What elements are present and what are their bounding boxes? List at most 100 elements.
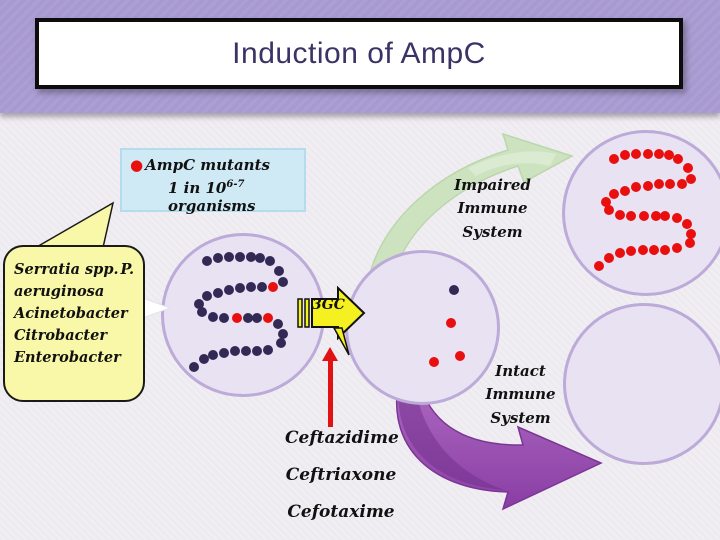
bacterium-dot-red <box>660 211 671 222</box>
bacterium-dot-red <box>653 179 664 190</box>
bacteria-dots-left <box>164 236 322 394</box>
organism-line-1: Serratia spp. P. <box>14 261 134 278</box>
organism-line-4: Citrobacter <box>14 327 107 345</box>
3gc-arrow-label: 3GC <box>312 297 345 313</box>
ampc-mutants-box: ● AmpC mutants 1 in 106-7 organisms <box>120 148 306 215</box>
red-arrow-shaft <box>327 361 333 427</box>
title-box: Induction of AmpC <box>35 18 683 89</box>
bacterium-dot-dark <box>252 346 263 357</box>
bacterium-dot-red <box>642 148 653 159</box>
bacterium-dot-dark <box>274 265 285 276</box>
bacterium-dot-red <box>603 204 614 215</box>
bacterium-dot-dark <box>193 298 204 309</box>
bacterium-dot-red <box>642 180 653 191</box>
bacterium-dot-red <box>631 182 642 193</box>
bacterium-dot-red <box>671 243 682 254</box>
antibiotic-item: Ceftriaxone <box>285 465 397 485</box>
bacterium-dot-red <box>626 246 637 257</box>
culture-circle-bottom-right <box>563 303 720 465</box>
bacterium-dot-dark <box>252 313 263 324</box>
bacterium-dot-red <box>639 211 650 222</box>
bacterium-dot-dark <box>263 344 274 355</box>
bacterium-dot-red <box>263 313 274 324</box>
antibiotic-item: Ceftazidime <box>285 428 399 448</box>
bacterium-dot-dark <box>198 354 209 365</box>
organism-line-3: Acinetobacter <box>14 305 128 323</box>
rate-superscript: 6-7 <box>226 179 245 190</box>
bacterium-dot-red <box>429 356 440 367</box>
bacterium-dot-dark <box>275 338 286 349</box>
bacteria-dots-middle <box>348 253 497 402</box>
red-bullet-icon: ● <box>130 156 144 174</box>
culture-circle-top-right <box>562 130 720 296</box>
organism-line-2: aeruginosa <box>14 283 105 301</box>
bacterium-dot-red <box>600 196 611 207</box>
bacterium-dot-red <box>454 350 465 361</box>
organism-line-5: Enterobacter <box>14 349 121 367</box>
bacterium-dot-dark <box>448 285 459 296</box>
bacterium-dot-red <box>686 228 697 239</box>
bacterium-dot-dark <box>223 251 234 262</box>
bacterium-dot-dark <box>234 251 245 262</box>
bacterium-dot-dark <box>277 276 288 287</box>
intact-immune-label: Intact Immune System <box>485 362 556 427</box>
bacterium-dot-red <box>665 179 676 190</box>
slide-title: Induction of AmpC <box>232 36 486 70</box>
antibiotic-item: Cefotaxime <box>287 502 395 522</box>
bacterium-dot-dark <box>189 362 200 373</box>
bacterium-dot-red <box>603 252 614 263</box>
induction-red-arrow <box>322 347 338 427</box>
antibiotic-list: Ceftazidime Ceftriaxone Cefotaxime <box>285 428 399 539</box>
bacterium-dot-dark <box>277 328 288 339</box>
bacterium-dot-dark <box>264 256 275 267</box>
bacterium-dot-dark <box>196 306 207 317</box>
bacterium-dot-red <box>686 174 697 185</box>
bacterium-dot-dark <box>201 256 212 267</box>
bacterium-dot-red <box>619 185 630 196</box>
bacterium-dot-red <box>445 318 456 329</box>
organisms-callout: Serratia spp. P. aeruginosa Acinetobacte… <box>3 245 145 402</box>
mutation-rate-line: 1 in 106-7 organisms <box>168 179 256 215</box>
bacterium-dot-red <box>683 163 694 174</box>
bacterium-dot-red <box>663 150 674 161</box>
bacteria-dots-top-right <box>565 133 720 293</box>
bacterium-dot-red <box>615 209 626 220</box>
bacterium-dot-dark <box>212 287 223 298</box>
bacterium-dot-red <box>660 244 671 255</box>
bacterium-dot-red <box>268 281 279 292</box>
bacterium-dot-dark <box>230 346 241 357</box>
impaired-immune-label: Impaired Immune System <box>454 176 531 241</box>
bacterium-dot-red <box>681 219 692 230</box>
bacterium-dot-dark <box>256 281 267 292</box>
bacterium-dot-dark <box>219 313 230 324</box>
red-arrow-head <box>322 347 338 361</box>
bacterium-dot-dark <box>207 311 218 322</box>
bacterium-dot-dark <box>201 291 212 302</box>
bacterium-dot-red <box>615 248 626 258</box>
bacterium-dot-dark <box>272 319 283 330</box>
bacterium-dot-red <box>608 188 619 199</box>
bacterium-dot-red <box>649 244 660 255</box>
bacterium-dot-dark <box>255 253 266 264</box>
bacterium-dot-red <box>673 153 684 164</box>
bacterium-dot-dark <box>212 253 223 264</box>
bacterium-dot-red <box>631 148 642 159</box>
bacterium-dot-red <box>671 212 682 223</box>
bacterium-dot-dark <box>241 346 252 357</box>
bacterium-dot-dark <box>223 284 234 295</box>
bacterium-dot-red <box>619 150 630 161</box>
bacterium-dot-red <box>626 211 637 222</box>
bacterium-dot-dark <box>234 283 245 294</box>
bacterium-dot-red <box>608 153 619 164</box>
bacterium-dot-dark <box>242 313 253 324</box>
ampc-mutants-title: AmpC mutants <box>145 156 270 174</box>
bacterium-dot-red <box>653 148 664 159</box>
bacterium-dot-red <box>684 238 695 249</box>
bacteria-dots-bottom-right <box>566 306 720 462</box>
bacterium-dot-red <box>637 244 648 255</box>
bacterium-dot-red <box>676 179 687 190</box>
bacterium-dot-red <box>650 211 661 222</box>
bacterium-dot-dark <box>245 251 256 262</box>
bacterium-dot-dark <box>207 349 218 360</box>
